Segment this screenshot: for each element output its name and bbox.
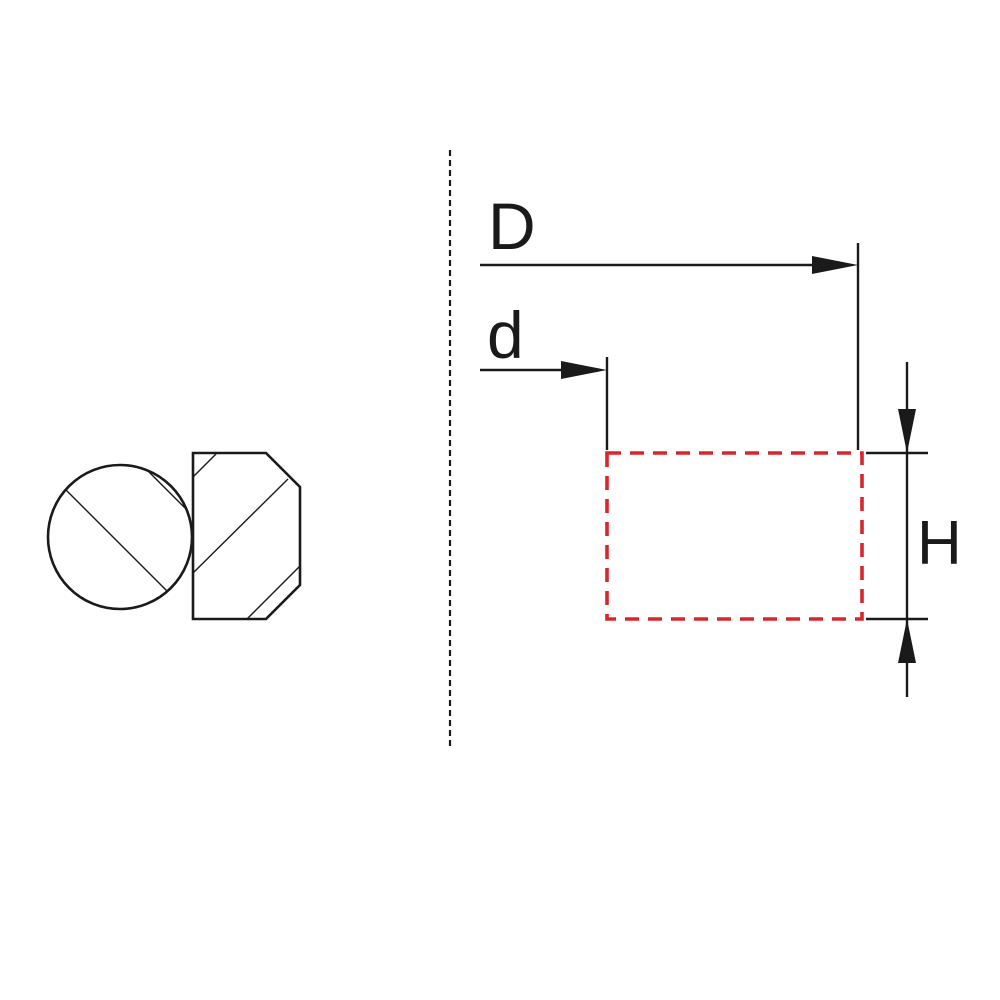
label-d: d <box>487 298 524 372</box>
red-dashed-envelope <box>605 451 864 621</box>
round-profile-view <box>46 463 194 611</box>
label-H: H <box>917 509 962 578</box>
dimension-D: D <box>480 189 860 450</box>
dimension-d: d <box>480 298 609 450</box>
dimension-H: H <box>866 362 962 697</box>
label-D: D <box>488 189 536 263</box>
chamfered-profile-view <box>191 451 302 621</box>
